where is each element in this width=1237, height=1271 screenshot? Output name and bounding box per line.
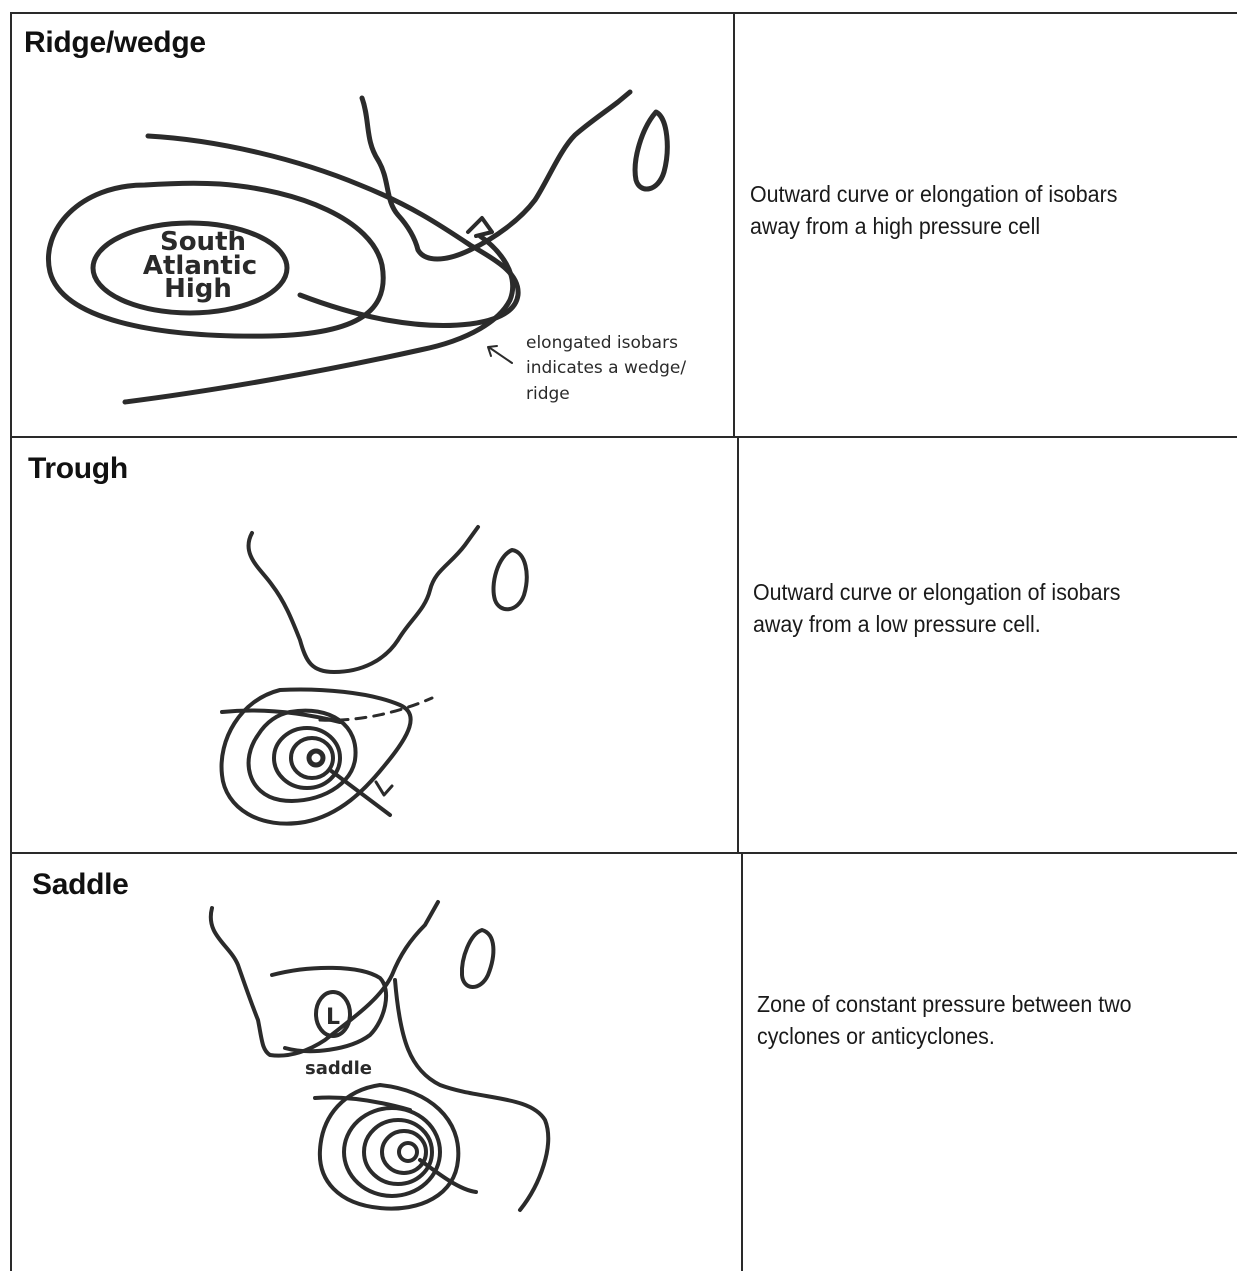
description-line: cyclones or anticyclones. xyxy=(757,1020,1132,1052)
upper-low-letter: L xyxy=(326,1005,340,1030)
lower-low-isobar-4 xyxy=(382,1131,426,1173)
saddle-label: saddle xyxy=(305,1058,372,1079)
island-outline xyxy=(462,930,493,987)
description-line: Zone of constant pressure between two xyxy=(757,988,1132,1020)
saddle-description: Zone of constant pressure between two cy… xyxy=(757,988,1132,1052)
warm-front-line xyxy=(315,1098,410,1111)
lower-low-center xyxy=(399,1143,417,1161)
